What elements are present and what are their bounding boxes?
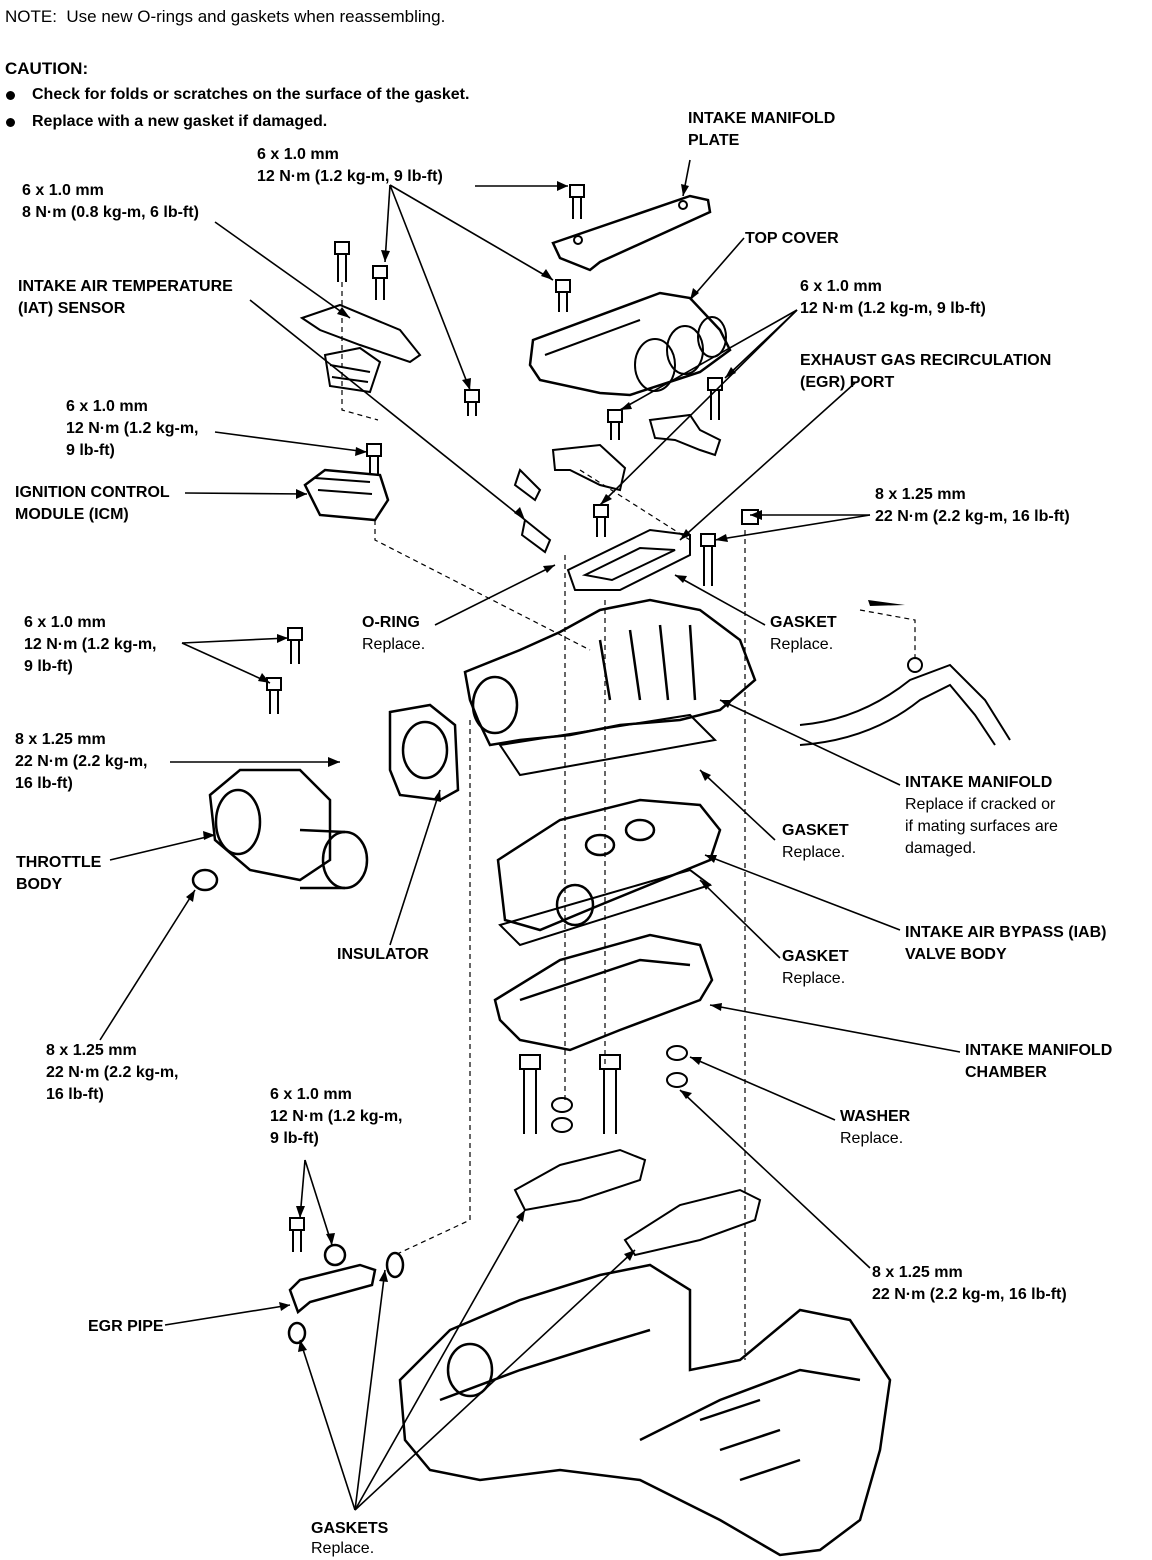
upper-gasket (566, 528, 691, 591)
torque-icm-value-1: 12 N·m (1.2 kg-m, (66, 420, 199, 437)
label-washer-note: Replace. (840, 1130, 904, 1147)
label-gasket-upper: GASKET (770, 614, 837, 631)
egr-tube (799, 657, 1011, 746)
torque-icm-size: 6 x 1.0 mm (66, 398, 148, 415)
bolts (266, 184, 759, 1252)
top-cover (528, 291, 732, 397)
label-gaskets-bottom-note: Replace. (311, 1540, 375, 1557)
label-iab-valve-body-1: INTAKE AIR BYPASS (IAB) (905, 924, 1107, 941)
label-egr-port-2: (EGR) PORT (800, 374, 895, 391)
washers (551, 1045, 688, 1133)
bullet-icon (6, 91, 15, 100)
torque-washer-size: 8 x 1.25 mm (872, 1264, 963, 1281)
label-intake-manifold-note-1: Replace if cracked or (905, 796, 1056, 813)
iab-valve-body (496, 798, 722, 932)
alignment-dashes (341, 282, 916, 1360)
lower-gaskets (513, 1148, 762, 1257)
label-intake-manifold-plate-2: PLATE (688, 132, 740, 149)
insulator (388, 703, 460, 802)
torque-top-value: 12 N·m (1.2 kg-m, 9 lb-ft) (257, 168, 443, 185)
label-o-ring: O-RING (362, 614, 420, 631)
label-gasket-middle: GASKET (782, 822, 849, 839)
torque-right-8-value: 22 N·m (2.2 kg-m, 16 lb-ft) (875, 508, 1070, 525)
torque-iat-value: 8 N·m (0.8 kg-m, 6 lb-ft) (22, 204, 199, 221)
torque-right-8-size: 8 x 1.25 mm (875, 486, 966, 503)
torque-throttle-value-1: 12 N·m (1.2 kg-m, (24, 636, 157, 653)
label-egr-port-1: EXHAUST GAS RECIRCULATION (800, 352, 1052, 369)
caution-item-2: Replace with a new gasket if damaged. (32, 113, 328, 130)
label-iab-valve-body-2: VALVE BODY (905, 946, 1007, 963)
note-text: NOTE: Use new O-rings and gaskets when r… (5, 7, 446, 26)
label-gasket-lower-note: Replace. (782, 970, 846, 987)
torque-lower-left-size: 8 x 1.25 mm (46, 1042, 137, 1059)
label-throttle-body-1: THROTTLE (16, 854, 102, 871)
arrowheads (186, 181, 905, 1352)
manifold-gasket (498, 713, 718, 777)
caution-item-1: Check for folds or scratches on the surf… (32, 86, 470, 103)
torque-egr-value-2: 9 lb-ft) (270, 1130, 319, 1147)
label-intake-manifold-note-2: if mating surfaces are (905, 818, 1058, 835)
torque-lower-left-value-1: 22 N·m (2.2 kg-m, (46, 1064, 179, 1081)
label-egr-pipe: EGR PIPE (88, 1318, 164, 1335)
label-gasket-middle-note: Replace. (782, 844, 846, 861)
label-washer: WASHER (840, 1108, 911, 1125)
torque-throttle-8-value-1: 22 N·m (2.2 kg-m, (15, 753, 148, 770)
leader-lines (99, 159, 961, 1511)
label-intake-manifold-plate-1: INTAKE MANIFOLD (688, 110, 836, 127)
label-chamber-2: CHAMBER (965, 1064, 1047, 1081)
iat-sensor-bracket (299, 303, 422, 394)
torque-throttle-size: 6 x 1.0 mm (24, 614, 106, 631)
label-gasket-lower: GASKET (782, 948, 849, 965)
label-gasket-upper-note: Replace. (770, 636, 834, 653)
label-icm-1: IGNITION CONTROL (15, 484, 170, 501)
intake-manifold-chamber (493, 933, 714, 1052)
label-intake-manifold: INTAKE MANIFOLD (905, 774, 1053, 791)
icm-module (303, 468, 390, 522)
torque-throttle-8-size: 8 x 1.25 mm (15, 731, 106, 748)
torque-icm-value-2: 9 lb-ft) (66, 442, 115, 459)
torque-iat-size: 6 x 1.0 mm (22, 182, 104, 199)
torque-right-value: 12 N·m (1.2 kg-m, 9 lb-ft) (800, 300, 986, 317)
torque-top-size: 6 x 1.0 mm (257, 146, 339, 163)
label-top-cover: TOP COVER (745, 230, 839, 247)
label-o-ring-note: Replace. (362, 636, 426, 653)
label-insulator: INSULATOR (337, 946, 429, 963)
torque-throttle-8-value-2: 16 lb-ft) (15, 775, 73, 792)
egr-pipe (287, 1243, 405, 1345)
bullet-icon (6, 118, 15, 127)
caution-title: CAUTION: (5, 59, 89, 78)
label-iat-sensor-2: (IAT) SENSOR (18, 300, 126, 317)
intake-manifold-plate (551, 194, 712, 272)
torque-throttle-value-2: 9 lb-ft) (24, 658, 73, 675)
torque-right-size: 6 x 1.0 mm (800, 278, 882, 295)
torque-egr-size: 6 x 1.0 mm (270, 1086, 352, 1103)
torque-egr-value-1: 12 N·m (1.2 kg-m, (270, 1108, 403, 1125)
throttle-body (191, 768, 369, 892)
engine-block (398, 1263, 892, 1557)
label-icm-2: MODULE (ICM) (15, 506, 129, 523)
intake-manifold (463, 598, 757, 747)
label-chamber-1: INTAKE MANIFOLD (965, 1042, 1113, 1059)
label-iat-sensor-1: INTAKE AIR TEMPERATURE (18, 278, 233, 295)
label-gaskets-bottom: GASKETS (311, 1520, 389, 1537)
label-intake-manifold-note-3: damaged. (905, 840, 977, 857)
torque-lower-left-value-2: 16 lb-ft) (46, 1086, 104, 1103)
torque-washer-value: 22 N·m (2.2 kg-m, 16 lb-ft) (872, 1286, 1067, 1303)
label-throttle-body-2: BODY (16, 876, 63, 893)
egr-port-parts (513, 413, 722, 554)
